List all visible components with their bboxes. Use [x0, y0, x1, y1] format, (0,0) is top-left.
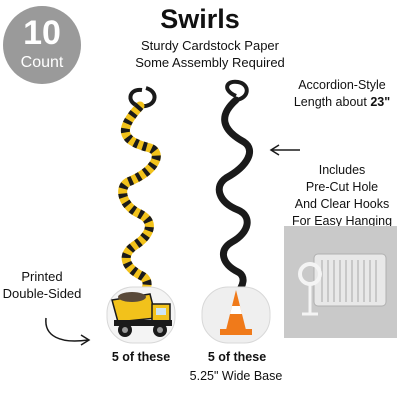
dump-truck-base [106, 286, 176, 344]
accordion-line-1: Accordion-Style [298, 78, 386, 92]
hooks-line-3: And Clear Hooks [294, 197, 390, 211]
hooks-line-1: Includes [318, 163, 366, 177]
hooks-note: Includes Pre-Cut Hole And Clear Hooks Fo… [283, 162, 400, 230]
printed-arrow [45, 317, 89, 342]
base-note: 5.25" Wide Base [189, 369, 283, 383]
printed-note: Printed Double-Sided [2, 268, 82, 302]
right-caption: 5 of these [207, 350, 267, 364]
traffic-cone-base [201, 286, 271, 344]
construction-swirl [118, 86, 161, 302]
count-badge: 10 Count [3, 6, 81, 84]
printed-line-1: Printed [21, 269, 63, 284]
left-caption: 5 of these [111, 350, 171, 364]
subtitle-line-1: Sturdy Cardstock Paper [140, 38, 279, 53]
clear-hooks-image [284, 226, 397, 338]
hooks-line-4: For Easy Hanging [291, 214, 393, 228]
accordion-line-2: Length about 23" [283, 94, 400, 111]
length-label: Length about [293, 95, 371, 109]
count-number: 10 [23, 14, 61, 52]
printed-line-2: Double-Sided [2, 286, 82, 301]
count-label: Count [20, 54, 64, 71]
hooks-photo [284, 226, 397, 338]
cone-swirl [215, 79, 253, 300]
hooks-line-2: Pre-Cut Hole [305, 180, 379, 194]
accordion-note: Accordion-Style Length about 23" [283, 77, 400, 111]
product-title: Swirls [160, 4, 240, 34]
subtitle-line-2: Some Assembly Required [135, 55, 285, 70]
length-value: 23" [370, 95, 391, 109]
